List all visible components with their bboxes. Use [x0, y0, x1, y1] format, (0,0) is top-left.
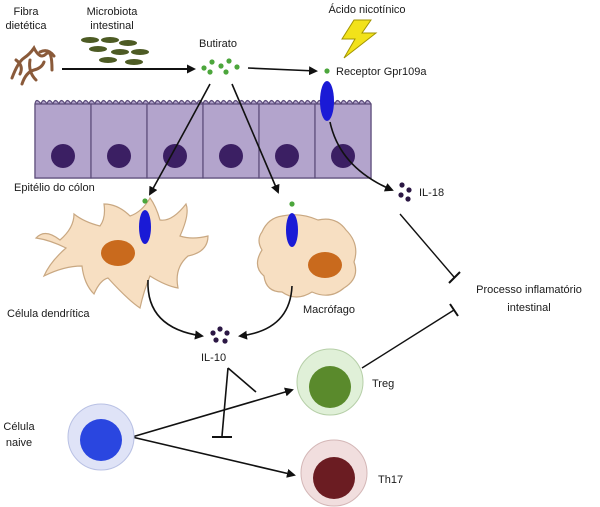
- il18-dots: [398, 182, 412, 202]
- processo-label-line1: Processo inflamatório: [476, 284, 582, 296]
- receptor-dendritic: [139, 210, 151, 244]
- celula-naive-label-line1: Célula: [3, 421, 35, 433]
- treg-nucleus: [309, 366, 351, 408]
- butyrate-dot-macrophage: [289, 201, 295, 207]
- arrow-naive-to-th17: [131, 436, 296, 478]
- arrow-receptor-to-il18: [329, 121, 394, 192]
- inhibit-il18-to-process: [399, 213, 455, 278]
- fiber-icon: [10, 45, 56, 86]
- butyrate-dot-dendritic: [142, 198, 148, 204]
- butirato-label: Butirato: [199, 38, 237, 50]
- il10-label: IL-10: [201, 352, 226, 364]
- receptor-gpr109a-epithelium: [320, 81, 334, 121]
- arrow-butyrate-to-receptor: [247, 66, 318, 76]
- il10-dots: [210, 326, 230, 344]
- naive-nucleus: [80, 419, 122, 461]
- macrofago-label: Macrófago: [303, 304, 355, 316]
- bacteria-icon: [81, 37, 149, 65]
- microbiota-label-line1: Microbiota: [87, 6, 139, 18]
- inhibit-il18-bar: [448, 271, 461, 284]
- treg-label: Treg: [372, 378, 394, 390]
- receptor-macrophage: [286, 213, 298, 247]
- celula-dendritica-label: Célula dendrítica: [7, 308, 90, 320]
- inhibit-il10-to-th17-path: [221, 367, 229, 437]
- lightning-icon: [341, 19, 378, 59]
- th17-label: Th17: [378, 474, 403, 486]
- arrow-macrophage-to-il10: [238, 285, 293, 340]
- macrophage-nucleus: [308, 252, 342, 278]
- macrophage-cell: [256, 214, 357, 298]
- arrow-naive-to-treg: [131, 387, 294, 438]
- il18-label: IL-18: [419, 187, 444, 199]
- butyrate-dots: [201, 58, 240, 75]
- th17-nucleus: [313, 457, 355, 499]
- receptor-ligand-dot: [324, 68, 330, 74]
- processo-label-line2: intestinal: [507, 302, 550, 314]
- arrow-butyrate-to-dendritic: [149, 83, 211, 196]
- receptor-label: Receptor Gpr109a: [336, 66, 427, 78]
- epitelio-label: Epitélio do cólon: [14, 182, 95, 194]
- fibra-label-line2: dietética: [6, 20, 48, 32]
- arrow-dendritic-to-il10: [147, 279, 204, 340]
- celula-naive-label-line2: naive: [6, 437, 32, 449]
- il10-connector: [227, 367, 257, 393]
- colon-epithelium: [34, 99, 372, 179]
- inhibit-treg-to-process: [361, 309, 455, 369]
- microbiota-label-line2: intestinal: [90, 20, 133, 32]
- acido-nicotinico-label: Ácido nicotínico: [328, 3, 405, 16]
- arrow-butyrate-to-macrophage: [231, 83, 280, 194]
- fibra-label-line1: Fibra: [13, 6, 39, 18]
- dendritic-cell-nucleus: [101, 240, 135, 266]
- inhibit-treg-bar: [449, 303, 459, 317]
